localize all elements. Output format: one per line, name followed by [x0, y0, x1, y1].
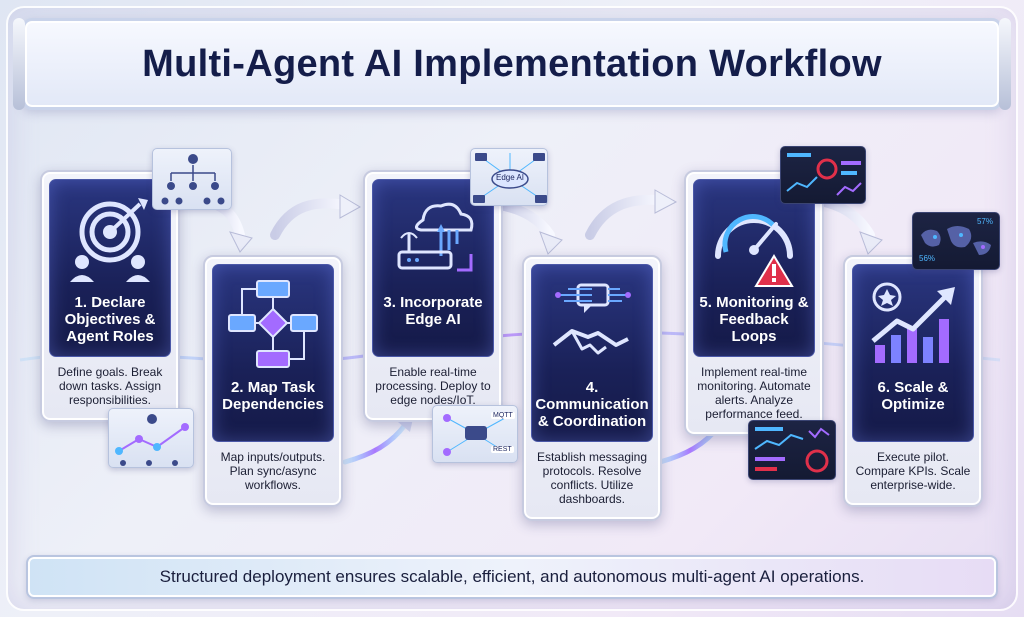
lower-arrow-2-to-3 [342, 422, 408, 465]
flowchart-icon [228, 280, 318, 368]
edge-ai-thumbnail: Edge AI [470, 148, 548, 206]
arrow-3-to-4 [495, 200, 555, 240]
dependency-graph-icon [115, 414, 189, 466]
step-3-panel: 3. Incorporate Edge AI [372, 179, 494, 357]
gauge-alert-icon [715, 214, 794, 287]
growth-chart-icon [871, 282, 955, 363]
step-5-description: Implement real-time monitoring. Automate… [697, 365, 811, 421]
analytics-dashboard-icon [754, 427, 830, 473]
title-banner: Multi-Agent AI Implementation Workflow [13, 18, 1011, 110]
step-5-title: 5. Monitoring & Feedback Loops [699, 294, 809, 345]
step-4-description: Establish messaging protocols. Resolve c… [536, 450, 648, 506]
metric-percent-top: 57% [976, 217, 993, 226]
step-1-description: Define goals. Break down tasks. Assign r… [57, 365, 163, 407]
mqtt-label: MQTT [491, 412, 515, 419]
step-3-title: 3. Incorporate Edge AI [383, 294, 483, 328]
step-3-description: Enable real-time processing. Deploy to e… [375, 365, 491, 407]
summary-text: Structured deployment ensures scalable, … [159, 567, 865, 586]
messaging-thumbnail: MQTT REST [432, 405, 518, 463]
step-card-1[interactable]: 1. Declare Objectives & Agent Roles Defi… [40, 170, 180, 422]
step-6-panel: 6. Scale & Optimize [852, 264, 974, 442]
step-card-3[interactable]: 3. Incorporate Edge AI Enable real-time … [363, 170, 503, 422]
dashboard-icon [786, 153, 862, 196]
messaging-network-icon [443, 414, 506, 456]
step-card-2[interactable]: 2. Map Task Dependencies Map inputs/outp… [203, 255, 343, 507]
step-2-title: 2. Map Task Dependencies [222, 379, 324, 413]
arrow-2-to-3 [270, 198, 350, 240]
dependency-graph-thumbnail [108, 408, 194, 468]
org-chart-icon [161, 154, 225, 205]
edge-network-icon [473, 153, 547, 203]
cloud-router-icon [397, 202, 474, 272]
edge-ai-label: Edge AI [495, 173, 525, 182]
org-chart-thumbnail [152, 148, 232, 210]
step-4-title: 4. Communication & Coordination [535, 379, 649, 430]
world-map-thumbnail: 57% 56% [912, 212, 1000, 270]
step-card-4[interactable]: 4. Communication & Coordination Establis… [522, 255, 662, 521]
metric-percent-bottom: 56% [919, 254, 936, 263]
handshake-icon [552, 283, 631, 355]
step-6-title: 6. Scale & Optimize [877, 379, 949, 413]
step-card-6[interactable]: 6. Scale & Optimize Execute pilot. Compa… [843, 255, 983, 507]
step-4-panel: 4. Communication & Coordination [531, 264, 653, 442]
step-1-panel: 1. Declare Objectives & Agent Roles [49, 179, 171, 357]
step-6-description: Execute pilot. Compare KPIs. Scale enter… [855, 450, 971, 492]
step-card-5[interactable]: 5. Monitoring & Feedback Loops Implement… [684, 170, 824, 436]
summary-banner: Structured deployment ensures scalable, … [26, 555, 998, 599]
step-2-description: Map inputs/outputs. Plan sync/async work… [220, 450, 326, 492]
step-1-title: 1. Declare Objectives & Agent Roles [64, 294, 156, 345]
step-2-panel: 2. Map Task Dependencies [212, 264, 334, 442]
page-title: Multi-Agent AI Implementation Workflow [142, 42, 882, 85]
dashboard-thumbnail-top [780, 146, 866, 204]
rest-label: REST [491, 446, 514, 453]
target-icon [70, 198, 150, 282]
dashboard-thumbnail-bottom [748, 420, 836, 480]
arrow-4-to-5 [585, 194, 665, 240]
world-map-icon [921, 226, 991, 255]
step-5-panel: 5. Monitoring & Feedback Loops [693, 179, 815, 357]
outer-frame [6, 6, 1018, 611]
